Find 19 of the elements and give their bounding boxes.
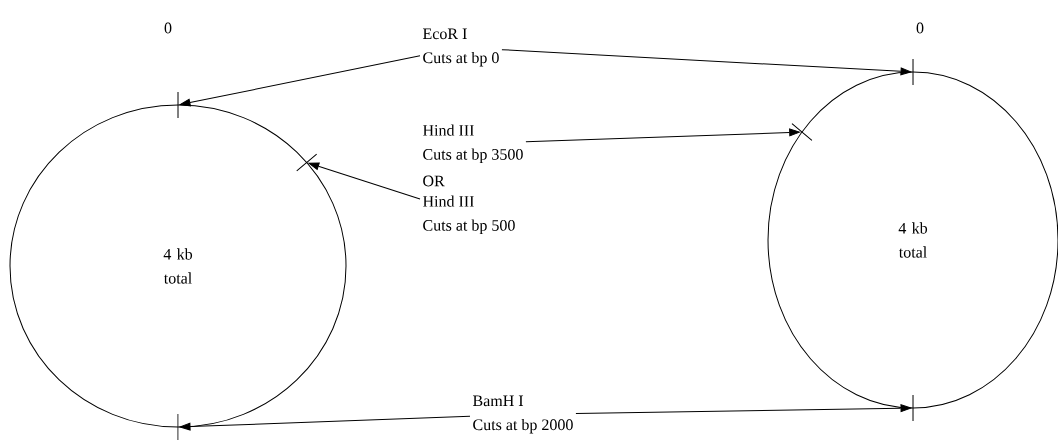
text-label: OR xyxy=(423,175,445,187)
arrow xyxy=(308,162,421,200)
tick-mark xyxy=(912,58,914,86)
enzyme-label: BamH I Cuts at bp 2000 xyxy=(473,395,573,434)
arrow xyxy=(501,49,912,76)
tick-mark xyxy=(791,123,813,141)
enzyme-label: Hind III Cuts at bp 3500 xyxy=(423,124,523,164)
arrow xyxy=(525,128,801,143)
tick-mark xyxy=(296,153,318,172)
tick-mark xyxy=(177,91,179,119)
enzyme-label: Hind III Cuts at bp 500 xyxy=(423,195,515,234)
position-label: 0 xyxy=(164,22,172,34)
arrow xyxy=(575,404,912,415)
enzyme-label: EcoR I Cuts at bp 0 xyxy=(423,28,499,67)
arrow xyxy=(179,415,471,431)
tick-mark xyxy=(912,394,914,422)
tick-mark xyxy=(177,413,179,440)
position-label: 0 xyxy=(916,22,924,34)
arrow xyxy=(179,55,421,107)
